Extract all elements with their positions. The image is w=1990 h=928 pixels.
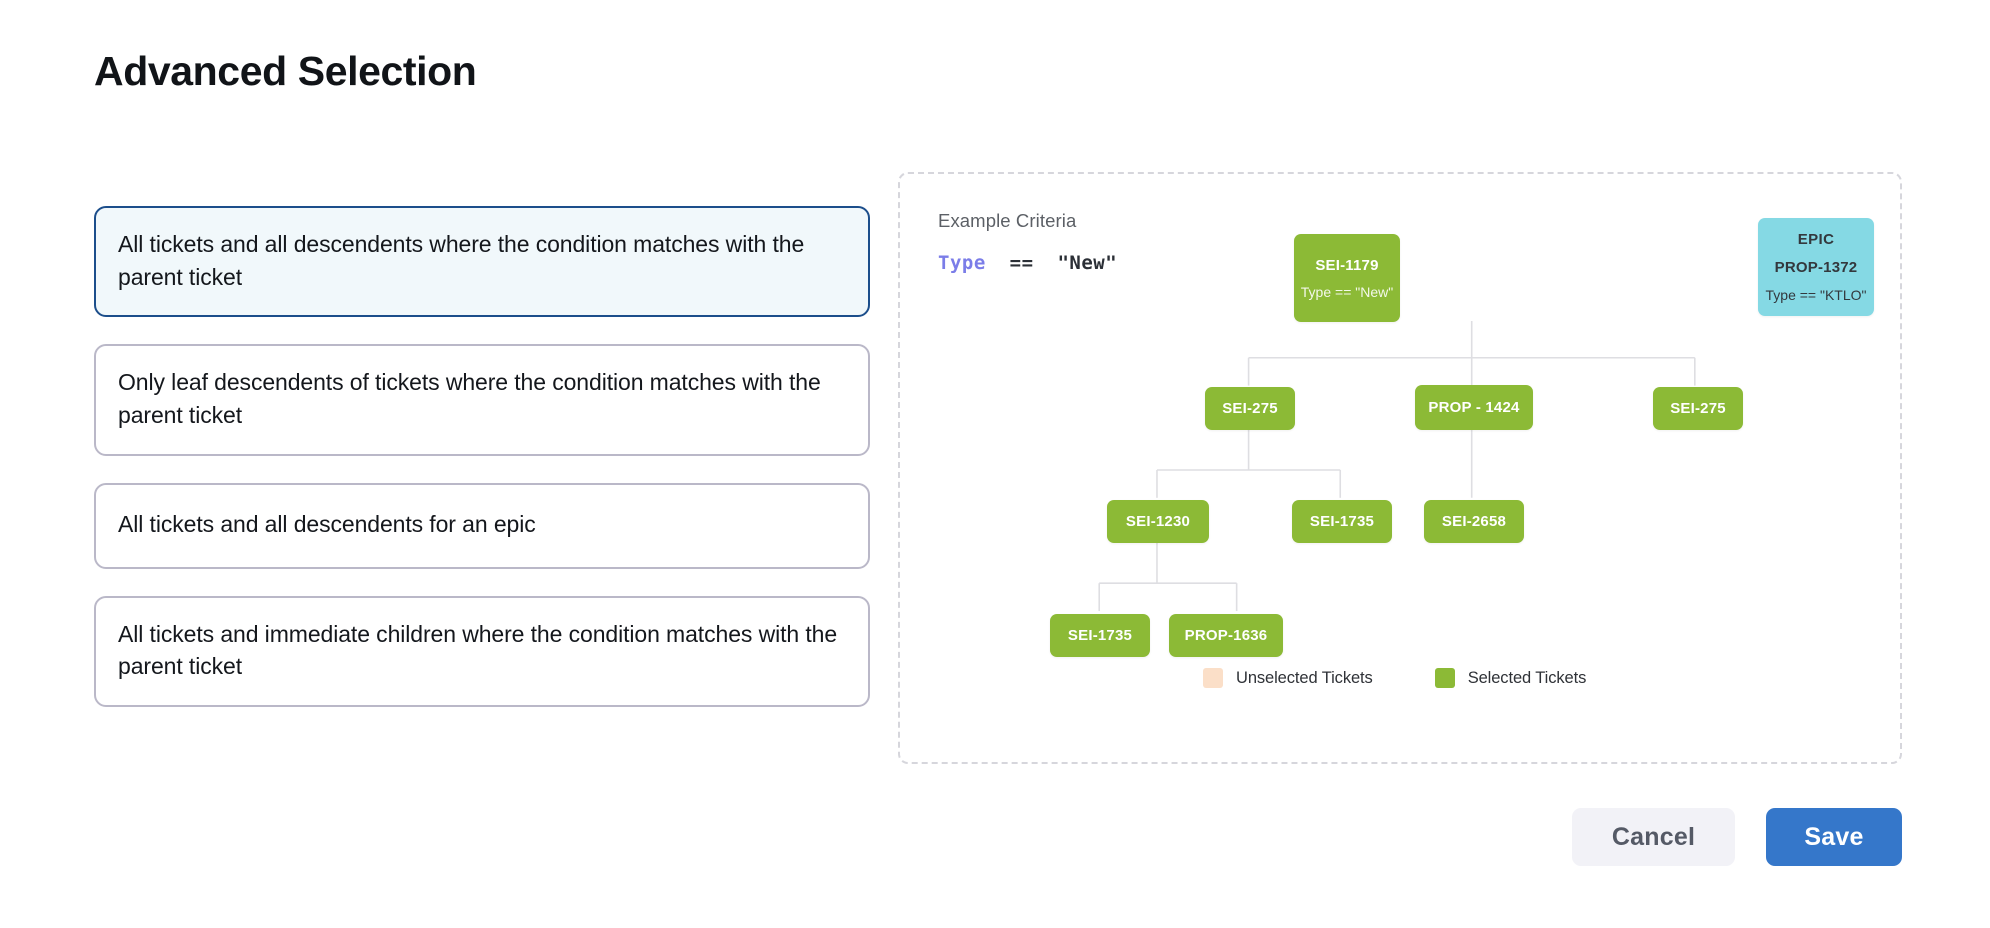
option-all-descendents-epic[interactable]: All tickets and all descendents for an e… — [94, 482, 870, 569]
legend-label: Selected Tickets — [1467, 668, 1587, 687]
tree-node-kind: EPIC — [1797, 231, 1835, 248]
criteria-label: Example Criteria — [938, 210, 1077, 231]
option-label: All tickets and all descendents where th… — [118, 231, 805, 290]
example-diagram-panel: Example Criteria Type == "New" — [898, 172, 1902, 764]
option-all-descendents-condition[interactable]: All tickets and all descendents where th… — [94, 206, 870, 318]
option-label: All tickets and all descendents for an e… — [118, 511, 536, 538]
option-label: All tickets and immediate children where… — [118, 620, 838, 680]
tree-node-id: SEI-275 — [1670, 400, 1726, 417]
cancel-button[interactable]: Cancel — [1572, 808, 1735, 866]
tree-node-id: PROP - 1424 — [1428, 399, 1520, 416]
tree-node-sei-1735-a[interactable]: SEI-1735 — [1292, 500, 1392, 543]
dialog-footer: Cancel Save — [1572, 808, 1902, 866]
tree-node-id: SEI-1735 — [1309, 513, 1375, 530]
criteria-value: "New" — [1057, 252, 1118, 274]
legend-item-unselected: Unselected Tickets — [1203, 668, 1373, 688]
tree-node-id: SEI-1230 — [1125, 513, 1191, 530]
option-label: Only leaf descendents of tickets where t… — [118, 369, 821, 428]
tree-node-sei-275-b[interactable]: SEI-275 — [1653, 387, 1743, 430]
tree-node-sei-275-a[interactable]: SEI-275 — [1205, 387, 1295, 430]
tree-node-id: SEI-2658 — [1441, 513, 1507, 530]
example-criteria: Example Criteria Type == "New" — [938, 210, 1117, 274]
tree-node-sei-1735-b[interactable]: SEI-1735 — [1050, 614, 1150, 657]
option-leaf-descendents-condition[interactable]: Only leaf descendents of tickets where t… — [94, 344, 870, 456]
tree-node-sei-2658[interactable]: SEI-2658 — [1424, 500, 1524, 543]
tree-node-id: SEI-1735 — [1067, 627, 1133, 644]
unselected-swatch-icon — [1203, 668, 1223, 688]
tree-node-prop-1424[interactable]: PROP - 1424 — [1415, 385, 1533, 430]
tree-node-id: PROP-1636 — [1184, 627, 1268, 644]
selected-swatch-icon — [1434, 668, 1455, 688]
criteria-operator: == — [1009, 252, 1034, 274]
tree-node-id: PROP-1372 — [1774, 259, 1858, 276]
tree-node-sei-1230[interactable]: SEI-1230 — [1107, 500, 1209, 543]
criteria-field: Type — [938, 252, 986, 274]
tree-node-subtitle: Type == "New" — [1300, 283, 1394, 300]
legend-item-selected: Selected Tickets — [1434, 668, 1587, 688]
tree-node-sei-1179[interactable]: SEI-1179 Type == "New" — [1294, 234, 1400, 322]
tree-node-id: SEI-1179 — [1315, 256, 1379, 274]
tree-node-id: SEI-275 — [1222, 400, 1278, 417]
tree-node-prop-1636[interactable]: PROP-1636 — [1169, 614, 1283, 657]
selection-options-list: All tickets and all descendents where th… — [94, 206, 870, 707]
save-button[interactable]: Save — [1766, 808, 1902, 866]
option-immediate-children-condition[interactable]: All tickets and immediate children where… — [94, 595, 870, 707]
tree-node-epic-prop-1372[interactable]: EPIC PROP-1372 Type == "KTLO" — [1758, 218, 1874, 316]
tree-node-subtitle: Type == "KTLO" — [1765, 287, 1867, 303]
legend-label: Unselected Tickets — [1236, 668, 1373, 687]
criteria-expression: Type == "New" — [938, 252, 1117, 274]
page-title: Advanced Selection — [94, 48, 477, 94]
diagram-legend: Unselected Tickets Selected Tickets — [1203, 668, 1586, 688]
